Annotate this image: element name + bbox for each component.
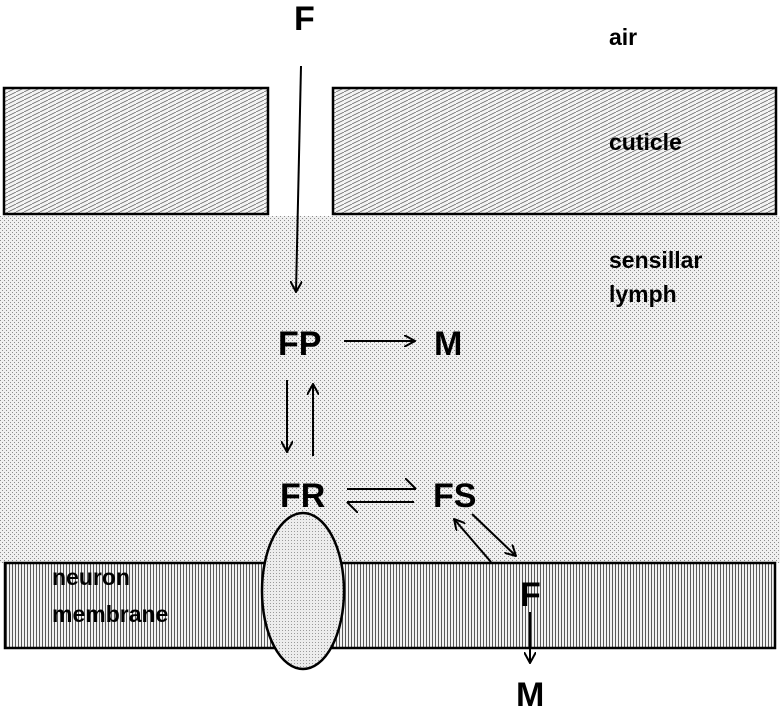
species-fr: FR (280, 477, 325, 515)
cuticle-label: cuticle (609, 129, 682, 155)
species-f-membrane: F (520, 576, 541, 614)
air-label: air (609, 24, 637, 50)
membrane-label-line1: neuron (52, 564, 130, 590)
arrow-membrane-to-fs (454, 519, 492, 563)
species-fp: FP (278, 325, 321, 363)
receptor-ellipse (260, 511, 346, 671)
cuticle-right-block (331, 86, 778, 216)
sensillar-lymph-region (0, 216, 780, 563)
species-fs: FS (433, 477, 476, 515)
arrow-fs-to-membrane (471, 513, 516, 556)
species-f-top: F (294, 0, 315, 38)
species-m-top: M (434, 325, 462, 363)
cuticle-left-block (2, 86, 270, 216)
lymph-label-line1: sensillar (609, 247, 702, 273)
neuron-membrane-band (3, 561, 777, 650)
species-m-bottom: M (516, 676, 544, 711)
lymph-label-line2: lymph (609, 281, 677, 307)
membrane-label-line2: membrane (52, 601, 168, 627)
arrow-f-to-fp (296, 65, 301, 292)
